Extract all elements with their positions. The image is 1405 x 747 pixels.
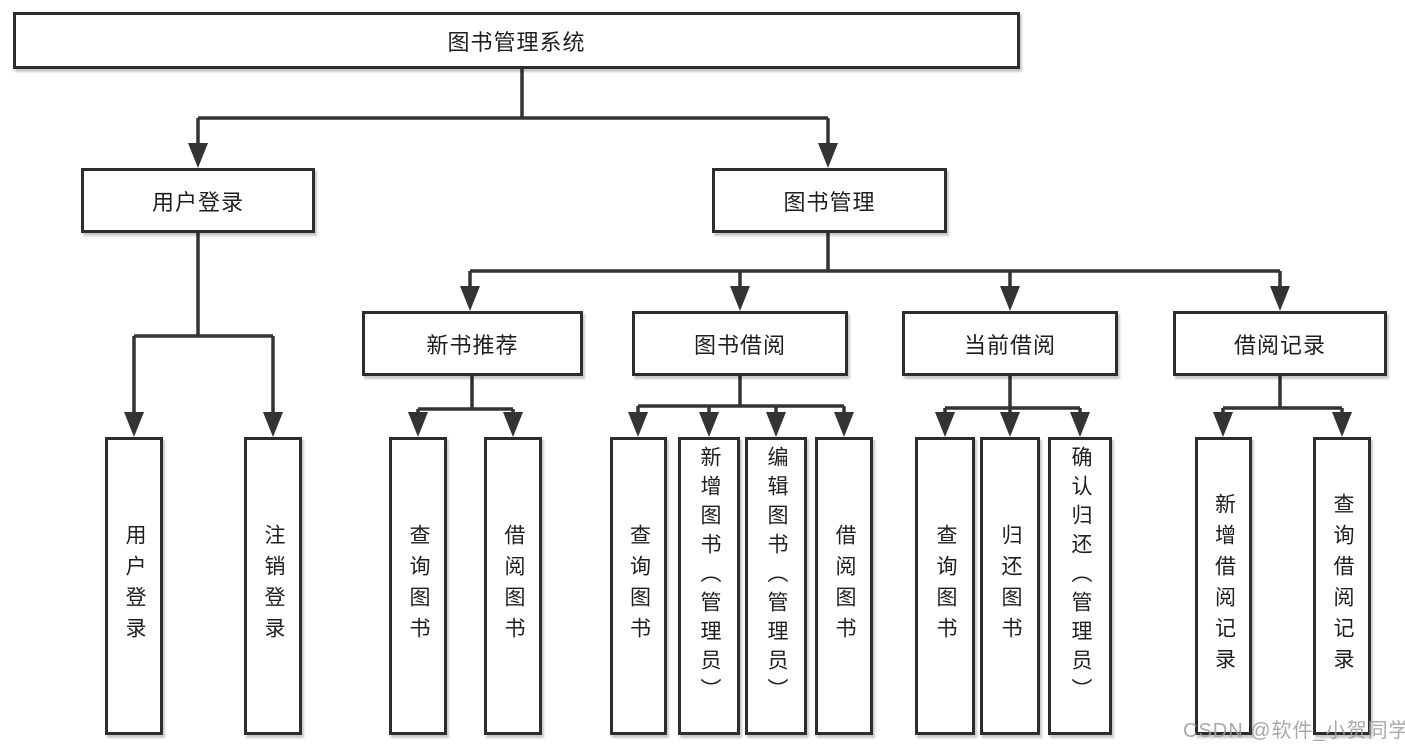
arrowhead-down-icon [628,412,648,437]
node-leaf-confirm-return-admin: 确认归还（管理员） [1048,437,1112,735]
node-library-management-system: 图书管理系统 [13,12,1020,69]
node-leaf-logout: 注销登录 [244,437,302,735]
arrowhead-down-icon [818,143,838,168]
arrowhead-down-icon [834,412,854,437]
watermark: CSDN @软件_小贺同学 [1183,720,1405,742]
node-leaf-query-books-borrow: 查询图书 [610,437,667,735]
arrowhead-down-icon [188,143,208,168]
node-leaf-user-login: 用户登录 [105,437,163,735]
node-new-book-recommendation: 新书推荐 [362,311,583,376]
node-book-management-module: 图书管理 [712,168,947,233]
arrowhead-down-icon [730,286,750,311]
node-leaf-borrow-books: 借阅图书 [815,437,873,735]
node-leaf-add-borrow-record: 新增借阅记录 [1195,437,1252,735]
node-book-borrowing: 图书借阅 [632,311,848,376]
node-borrowing-records: 借阅记录 [1173,311,1387,376]
arrowhead-down-icon [1070,412,1090,437]
arrowhead-down-icon [1332,412,1352,437]
arrowhead-down-icon [1000,412,1020,437]
arrowhead-down-icon [1213,412,1233,437]
arrowhead-down-icon [766,412,786,437]
arrowhead-down-icon [460,286,480,311]
node-user-login-module: 用户登录 [81,168,315,233]
arrowhead-down-icon [408,412,428,437]
arrowhead-down-icon [1000,286,1020,311]
node-leaf-return-books: 归还图书 [980,437,1040,735]
arrowhead-down-icon [1270,286,1290,311]
arrowhead-down-icon [263,412,283,437]
node-leaf-add-books-admin: 新增图书（管理员） [678,437,740,735]
node-leaf-edit-books-admin: 编辑图书（管理员） [745,437,807,735]
node-leaf-query-books-current: 查询图书 [915,437,975,735]
arrowhead-down-icon [503,412,523,437]
node-leaf-query-borrow-record: 查询借阅记录 [1313,437,1371,735]
connector-arrows [124,143,1352,437]
arrowhead-down-icon [935,412,955,437]
node-leaf-query-books-recommend: 查询图书 [389,437,447,735]
node-current-borrowing: 当前借阅 [902,311,1118,376]
node-leaf-borrow-books-recommend: 借阅图书 [484,437,542,735]
arrowhead-down-icon [124,412,144,437]
arrowhead-down-icon [699,412,719,437]
